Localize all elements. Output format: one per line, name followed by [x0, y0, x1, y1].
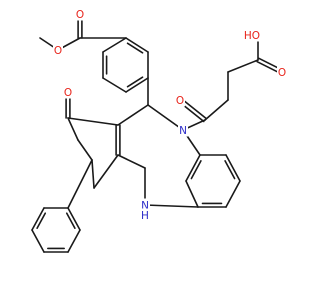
bond-b2-b3 — [102, 77, 127, 93]
bond-b4-a2 — [93, 154, 119, 189]
bond-b5-b4 — [91, 159, 95, 189]
atom-label-h-amine: H — [141, 210, 149, 222]
bond-sp-a1 — [117, 104, 149, 126]
bond-b3-b4 — [125, 77, 149, 93]
atom-label-bg — [178, 123, 188, 137]
atom-label-o-ester-carbonyl: O — [76, 9, 84, 21]
bond-bz5-bz6 — [225, 154, 241, 182]
atom-label-bg — [277, 65, 287, 79]
bond-b3-b4-inner — [126, 76, 144, 88]
bond-b6-b1 — [102, 37, 127, 53]
atom-label-o-ketone: O — [64, 87, 72, 99]
atom-label-o-acid-hydroxyl: HO — [244, 30, 260, 42]
bond-b5-b6 — [125, 37, 149, 53]
bond-a2-a3 — [117, 154, 146, 169]
bond-ph5-ph6 — [67, 229, 81, 253]
bond-bz2-bz3 — [185, 180, 199, 208]
atom-label-o-ester-methyl: O — [54, 45, 62, 57]
atom-label-o-acid-carbonyl: O — [278, 67, 286, 79]
bond-bz1-bz2-inner — [190, 160, 202, 180]
bond-ac4-ac5 — [227, 59, 259, 73]
bond-layer — [31, 13, 284, 253]
bond-sp-na — [147, 104, 184, 131]
bond-bz1-bz2 — [185, 154, 201, 182]
atom-label-bg — [140, 198, 150, 212]
bond-b5-b6-inner — [126, 42, 144, 54]
atom-label-bg — [75, 7, 85, 21]
atom-label-n-amine: N — [141, 200, 149, 212]
bond-ac1-ac3 — [204, 99, 229, 121]
bond-k1-b6 — [67, 117, 79, 141]
atom-label-bg — [53, 43, 63, 57]
atom-label-n-amide: N — [179, 125, 187, 137]
bond-ph3-ph4 — [31, 229, 45, 253]
bond-ac1-ac2 — [180, 97, 207, 120]
bond-bz5-bz6-inner — [224, 160, 236, 180]
bond-ph6-ph1-inner — [65, 212, 76, 230]
bond-a1-k1 — [67, 117, 119, 126]
bond-ph2-ph3-inner — [36, 212, 47, 230]
atom-label-bg — [175, 93, 185, 107]
bond-nb-bz3 — [144, 204, 199, 208]
bond-b5-ph1 — [67, 159, 93, 209]
bond-ph2-ph3 — [31, 207, 45, 231]
atom-label-bg — [140, 208, 150, 222]
atom-label-bg — [243, 28, 261, 42]
bond-b6-b5 — [77, 139, 93, 161]
atom-label-bg — [63, 85, 73, 99]
bond-ph6-ph1 — [67, 207, 81, 231]
bond-bz4-bz5 — [225, 180, 241, 208]
atom-label-o-amide: O — [176, 95, 184, 107]
